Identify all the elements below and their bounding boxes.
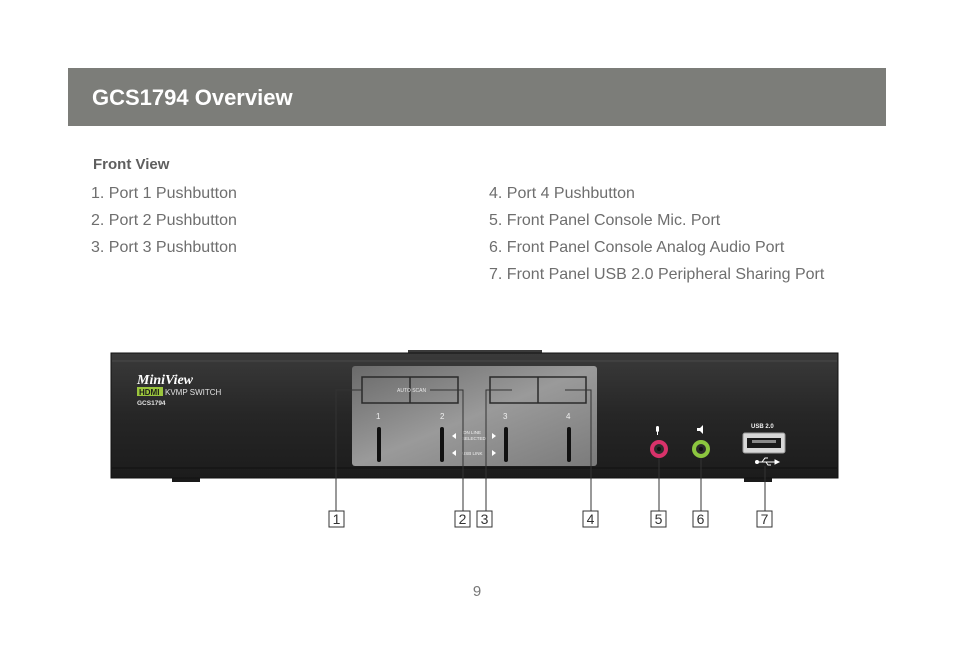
- port-number: 2: [440, 412, 445, 421]
- callout-3: 3: [476, 510, 493, 528]
- callout-number: 5: [655, 511, 663, 527]
- port-panel: [352, 366, 597, 466]
- product-type: KVMP SWITCH: [165, 388, 222, 397]
- arrow-right-icon: [492, 450, 496, 456]
- list-item: 2. Port 2 Pushbutton: [91, 212, 237, 229]
- usb-port-label: USB 2.0: [751, 424, 774, 430]
- callout-number: 3: [481, 511, 489, 527]
- selected-label: SELECTED: [462, 436, 487, 441]
- port-4-pushbutton[interactable]: [567, 427, 571, 462]
- port-2-pushbutton[interactable]: [440, 427, 444, 462]
- list-item: 3. Port 3 Pushbutton: [91, 239, 237, 256]
- port-number: 1: [376, 412, 381, 421]
- port-number: 3: [503, 412, 508, 421]
- callout-5: 5: [650, 510, 667, 528]
- device-foot: [744, 477, 772, 482]
- callout-7: 7: [756, 510, 773, 528]
- auto-scan-label: AUTO SCAN: [397, 388, 426, 394]
- speaker-icon: [697, 425, 703, 434]
- item-list-right: 4. Port 4 Pushbutton 5. Front Panel Cons…: [489, 184, 824, 292]
- section-heading: Front View: [93, 156, 170, 173]
- callout-number: 2: [459, 511, 467, 527]
- device-foot: [172, 477, 200, 482]
- page-title: GCS1794 Overview: [92, 85, 293, 110]
- port-1-pushbutton[interactable]: [377, 427, 381, 462]
- callout-1: 1: [328, 510, 345, 528]
- model-label: GCS1794: [137, 400, 166, 407]
- callout-number: 6: [697, 511, 705, 527]
- arrow-left-icon: [452, 450, 456, 456]
- leader-lines: [335, 389, 766, 512]
- usb-icon: [755, 457, 781, 466]
- list-item: 7. Front Panel USB 2.0 Peripheral Sharin…: [489, 266, 825, 283]
- page-number: 9: [472, 583, 482, 600]
- callout-number: 1: [333, 511, 341, 527]
- callout-number: 7: [761, 511, 769, 527]
- list-item: 5. Front Panel Console Mic. Port: [489, 212, 721, 229]
- hdmi-logo-badge: [137, 387, 163, 396]
- arrow-left-icon: [452, 433, 456, 439]
- usb-link-label: USB LINK: [462, 451, 483, 456]
- arrow-right-icon: [492, 433, 496, 439]
- auto-scan-bracket: [361, 376, 587, 404]
- port-number: 4: [566, 412, 571, 421]
- callout-number: 4: [587, 511, 595, 527]
- list-item: 1. Port 1 Pushbutton: [91, 185, 237, 202]
- callout-4: 4: [582, 510, 599, 528]
- list-item: 6. Front Panel Console Analog Audio Port: [489, 239, 785, 256]
- hdmi-badge-text: HDMI: [139, 388, 159, 397]
- title-banner: GCS1794 Overview: [68, 68, 886, 126]
- online-label: ON LINE: [463, 430, 481, 435]
- port-3-pushbutton[interactable]: [504, 427, 508, 462]
- callout-2: 2: [454, 510, 471, 528]
- callout-6: 6: [692, 510, 709, 528]
- mic-icon: [656, 426, 659, 435]
- list-item: 4. Port 4 Pushbutton: [489, 185, 635, 202]
- item-list-left: 1. Port 1 Pushbutton 2. Port 2 Pushbutto…: [91, 184, 237, 265]
- brand-logo: MiniView: [136, 373, 194, 388]
